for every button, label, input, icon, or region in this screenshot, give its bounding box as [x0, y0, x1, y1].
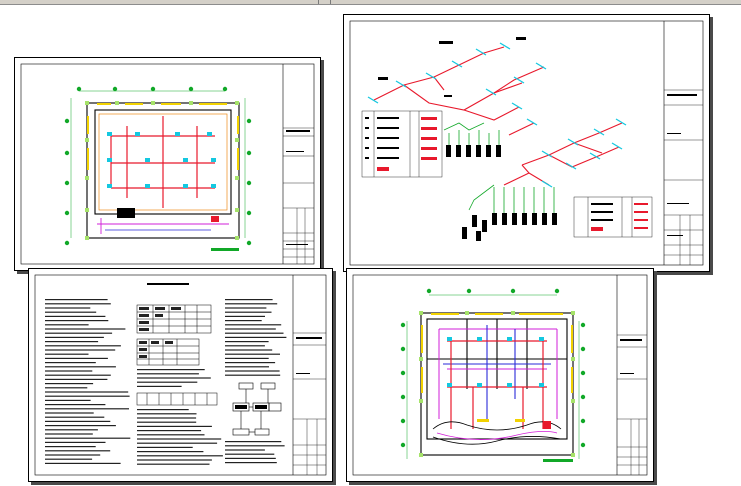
notes-text-line: [45, 378, 108, 380]
notes-text-line: [137, 459, 212, 461]
notes-text-line: [45, 324, 89, 326]
plan-4-drawing: [352, 274, 648, 476]
notes-text-line: [225, 449, 265, 451]
notes-text-line: [225, 315, 265, 317]
notes-text-line: [45, 433, 93, 435]
notes-text-line: [45, 416, 105, 418]
notes-text-line: [225, 445, 285, 447]
notes-text-line: [45, 425, 116, 427]
notes-text-line: [45, 303, 111, 305]
notes-text-line: [45, 332, 113, 334]
notes-text-line: [45, 412, 94, 414]
notes-text-line: [45, 336, 104, 338]
notes-text-line: [225, 307, 267, 309]
notes-text-line: [137, 381, 198, 383]
notes-text-line: [45, 408, 129, 410]
notes-text-line: [45, 328, 126, 330]
notes-text-line: [225, 324, 282, 326]
notes-text-line: [225, 349, 273, 351]
notes-text-line: [45, 462, 121, 464]
notes-text-line: [225, 462, 277, 464]
notes-text-line: [137, 377, 211, 379]
notes-text-line: [137, 413, 197, 415]
notes-text-line: [45, 320, 109, 322]
toolbar-separator: [330, 0, 331, 4]
notes-text-line: [45, 353, 89, 355]
notes-text-line: [225, 345, 265, 347]
notes-text-line: [137, 425, 212, 427]
notes-text-line: [137, 421, 197, 423]
notes-text-line: [225, 299, 273, 301]
notes-text-line: [45, 454, 101, 456]
notes-text-line: [137, 442, 218, 444]
notes-text-line: [225, 357, 269, 359]
notes-text-line: [225, 320, 262, 322]
notes-text-line: [45, 357, 108, 359]
notes-text-line: [225, 374, 281, 376]
notes-text-line: [45, 387, 88, 389]
notes-text-line: [137, 385, 182, 387]
notes-text-line: [225, 457, 276, 459]
notes-text-line: [137, 438, 222, 440]
notes-text-line: [45, 404, 106, 406]
notes-text-line: [45, 395, 130, 397]
title-block: [283, 127, 314, 264]
drawing-sheet-isometric-2[interactable]: [343, 14, 710, 272]
notes-text-line: [225, 332, 284, 334]
notes-heading-bar: [147, 283, 189, 285]
notes-text-line: [45, 458, 93, 460]
notes-text-line: [45, 349, 116, 351]
notes-text-line: [137, 463, 210, 465]
drawing-sheet-notes-3[interactable]: [28, 268, 333, 482]
notes-text-line: [225, 328, 276, 330]
notes-text-line: [225, 311, 272, 313]
notes-text-line: [45, 299, 108, 301]
viewer-toolbar-strip: [0, 0, 741, 5]
notes-text-line: [137, 451, 204, 453]
notes-text-line: [225, 303, 278, 305]
notes-text-line: [45, 341, 99, 343]
notes-text-line: [45, 441, 106, 443]
notes-text-line: [45, 429, 98, 431]
notes-text-line: [137, 430, 202, 432]
notes-text-line: [225, 366, 269, 368]
drawing-sheet-plan-4[interactable]: [346, 268, 654, 482]
notes-text-line: [45, 383, 94, 385]
notes-text-line: [45, 446, 96, 448]
notes-text-line: [225, 336, 287, 338]
notes-text-line: [45, 391, 129, 393]
notes-text-line: [45, 420, 111, 422]
notes-text-line: [225, 370, 280, 372]
notes-text-line: [225, 453, 275, 455]
notes-text-line: [45, 374, 111, 376]
notes-text-line: [225, 341, 269, 343]
notes-text-line: [137, 446, 193, 448]
notes-text-line: [137, 417, 197, 419]
toolbar-separator: [318, 0, 319, 4]
notes-text-line: [45, 315, 106, 317]
notes-drawing: [34, 274, 327, 476]
notes-text-line: [225, 353, 280, 355]
notes-text-line: [137, 373, 199, 375]
notes-text-line: [137, 369, 205, 371]
isometric-drawing: [349, 20, 704, 266]
plan-1-drawing: [20, 63, 315, 265]
notes-text-line: [45, 311, 97, 313]
notes-text-line: [45, 362, 96, 364]
notes-text-line: [45, 366, 116, 368]
notes-text-line: [45, 437, 131, 439]
notes-text-line: [137, 455, 223, 457]
notes-text-line: [45, 450, 111, 452]
notes-text-line: [45, 370, 93, 372]
notes-text-line: [137, 409, 189, 411]
notes-text-line: [45, 345, 121, 347]
notes-text-line: [225, 362, 276, 364]
notes-text-line: [225, 441, 282, 443]
notes-text-line: [137, 434, 205, 436]
notes-text-line: [45, 307, 91, 309]
drawing-sheet-plan-1[interactable]: [14, 57, 321, 271]
notes-text-line: [45, 399, 91, 401]
